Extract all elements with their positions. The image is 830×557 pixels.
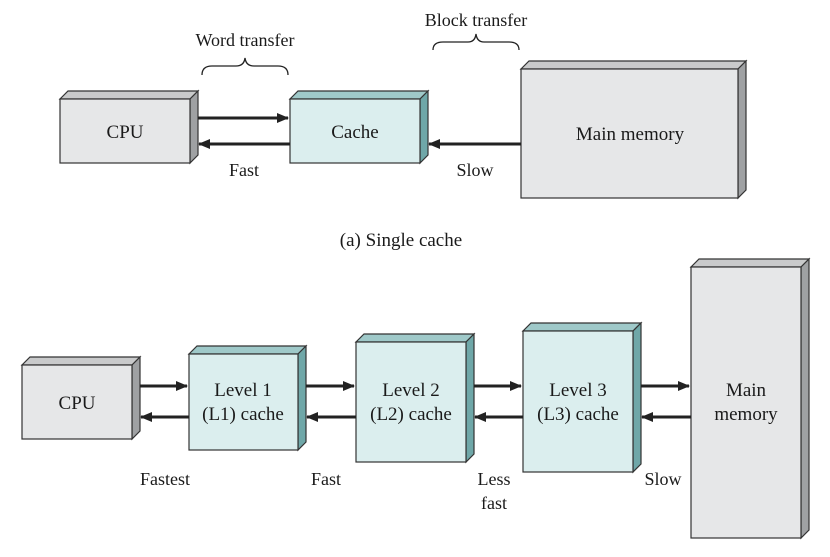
l3-cache-box: Level 3 (L3) cache	[521, 321, 643, 474]
l2-line1: Level 2	[382, 380, 440, 401]
multi-fast-label: Fast	[311, 469, 341, 489]
multi-main-memory-box: Main memory	[689, 257, 811, 540]
single-cache-caption: (a) Single cache	[340, 230, 462, 251]
word-transfer-label: Word transfer	[195, 30, 294, 50]
single-cache-label: Cache	[331, 122, 378, 143]
multi-cache-diagram: CPU Level 1 (L1) cache Level 2 (L2) cach…	[20, 257, 811, 540]
multi-cpu-label: CPU	[59, 393, 96, 414]
memory-line1: Main	[726, 380, 767, 401]
single-memory-label: Main memory	[576, 124, 685, 145]
l2-cache-box: Level 2 (L2) cache	[354, 332, 476, 464]
memory-line2: memory	[714, 404, 778, 425]
single-cache-diagram: CPU Cache Main memory Word transfer Bloc…	[58, 10, 748, 251]
fastest-label: Fastest	[140, 469, 190, 489]
block-transfer-label: Block transfer	[425, 10, 527, 30]
l1-cache-box: Level 1 (L1) cache	[187, 344, 308, 452]
single-cpu-label: CPU	[107, 122, 144, 143]
single-slow-label: Slow	[456, 160, 493, 180]
multi-slow-label: Slow	[644, 469, 681, 489]
single-cpu-box: CPU	[58, 89, 200, 165]
l3-line2: (L3) cache	[537, 404, 619, 425]
l3-line1: Level 3	[549, 380, 607, 401]
l1-line2: (L1) cache	[202, 404, 284, 425]
single-fast-label: Fast	[229, 160, 259, 180]
multi-cpu-box: CPU	[20, 355, 142, 441]
word-transfer-brace	[201, 57, 289, 76]
single-main-memory-box: Main memory	[519, 59, 748, 200]
less-fast-line2: fast	[481, 493, 507, 513]
block-transfer-brace	[432, 33, 520, 51]
l2-line2: (L2) cache	[370, 404, 452, 425]
single-cache-box: Cache	[288, 89, 430, 165]
less-fast-line1: Less	[478, 469, 511, 489]
l1-line1: Level 1	[214, 380, 272, 401]
